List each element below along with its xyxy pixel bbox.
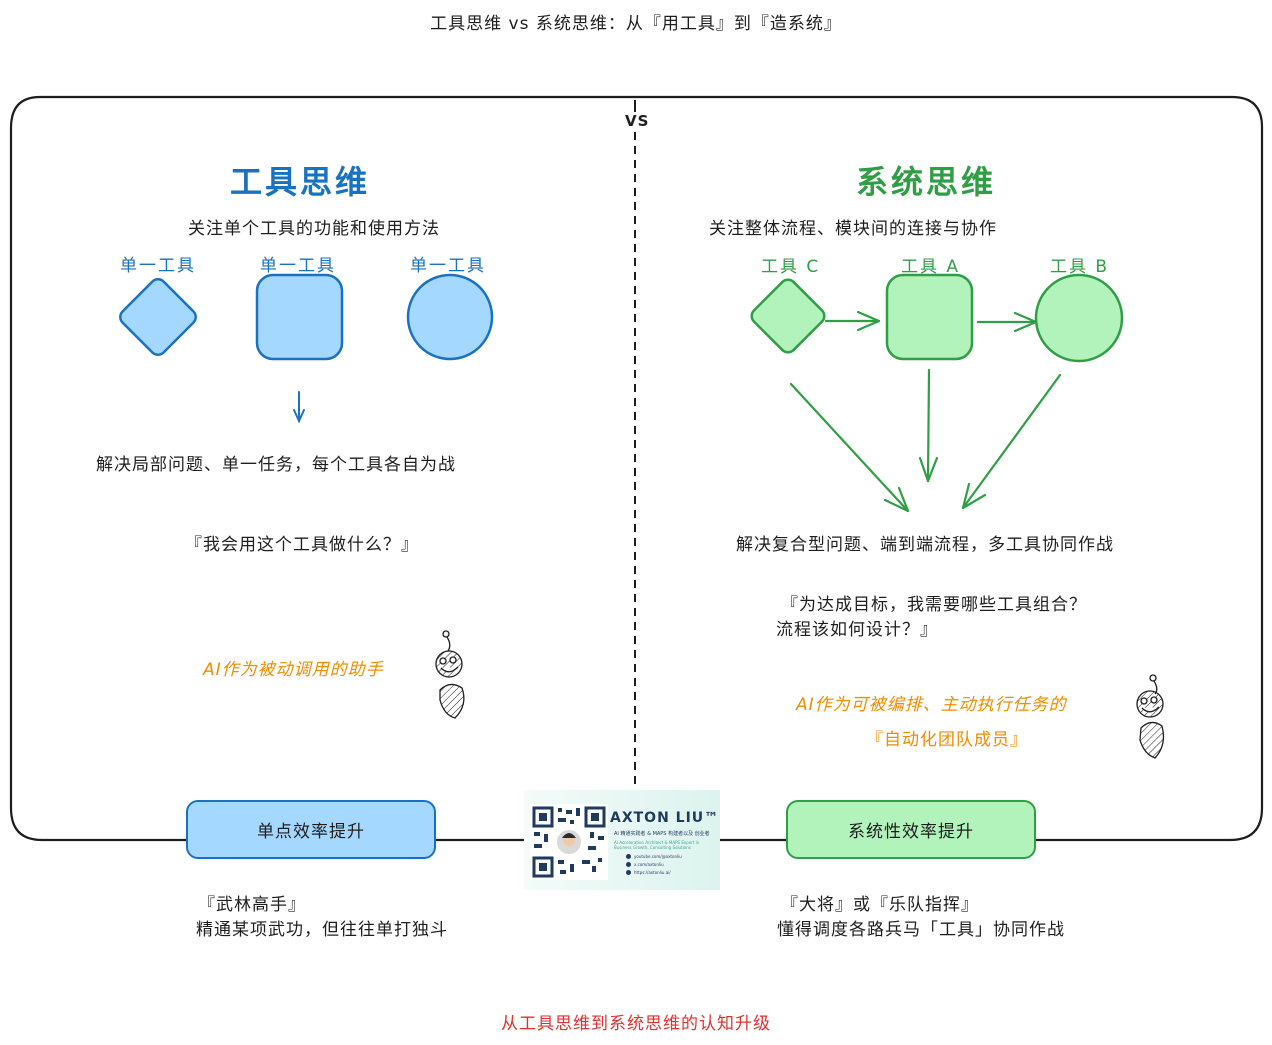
tool-label: 工具 C <box>761 257 821 277</box>
card-link[interactable]: https://axtonliu.ai/ <box>634 870 671 875</box>
tool-label: 工具 A <box>901 257 961 277</box>
card-name: AXTON LIU™ <box>610 810 720 826</box>
right-heading: 系统思维 <box>856 163 997 201</box>
right-metaphor-title: 『大将』或『乐队指挥』 <box>781 895 979 915</box>
author-card[interactable]: AXTON LIU™ AI 精通实践者 & MAPS 构建者以及 创业者 AI … <box>524 790 720 890</box>
footer-caption: 从工具思维到系统思维的认知升级 <box>501 1014 771 1034</box>
arrow-c-to-result <box>789 382 910 513</box>
card-link[interactable]: youtube.com/@axtonliu <box>634 854 682 859</box>
right-ai-role-line2: 『自动化团队成员』 <box>866 730 1028 750</box>
card-link[interactable]: x.com/axtonliu <box>634 862 664 867</box>
tool-c-diamond-shape[interactable] <box>748 276 827 355</box>
right-question-line2: 流程该如何设计？』 <box>776 620 938 640</box>
tool-square-shape[interactable] <box>255 273 344 361</box>
arrow-a-to-b <box>976 311 1038 333</box>
x-icon <box>626 862 631 867</box>
tool-b-circle-shape[interactable] <box>1034 273 1124 363</box>
globe-icon <box>626 870 631 875</box>
youtube-icon <box>626 854 631 859</box>
tool-label: 单一工具 <box>410 256 486 276</box>
arrow-c-to-a <box>824 310 881 332</box>
outer-frame <box>9 95 1264 842</box>
outcome-box-single[interactable]: 单点效率提升 <box>186 800 436 859</box>
right-question-line1: 『为达成目标，我需要哪些工具组合？ <box>781 595 1087 615</box>
vs-label: VS <box>625 112 650 130</box>
right-ai-role-line1: AI作为可被编排、主动执行任务的 <box>796 695 1067 715</box>
outcome-box-label: 系统性效率提升 <box>848 822 974 842</box>
tool-circle-shape[interactable] <box>406 273 494 361</box>
left-metaphor-desc: 精通某项武功，但往往单打独斗 <box>196 920 448 940</box>
down-arrow <box>293 391 305 424</box>
tool-label: 单一工具 <box>260 256 336 276</box>
left-subtitle: 关注单个工具的功能和使用方法 <box>188 219 440 239</box>
outcome-box-label: 单点效率提升 <box>257 822 365 842</box>
qr-code-icon[interactable] <box>530 804 608 880</box>
card-subtitle: AI 精通实践者 & MAPS 构建者以及 创业者 <box>614 831 710 837</box>
right-subtitle: 关注整体流程、模块间的连接与协作 <box>709 219 997 239</box>
left-result: 解决局部问题、单一任务，每个工具各自为战 <box>96 455 456 475</box>
page-title: 工具思维 vs 系统思维：从『用工具』到『造系统』 <box>430 14 842 34</box>
arrow-b-to-result <box>961 373 1062 510</box>
right-metaphor-desc: 懂得调度各路兵马「工具」协同作战 <box>777 920 1065 940</box>
robot-icon <box>1136 674 1165 759</box>
tool-label: 单一工具 <box>120 256 196 276</box>
tool-diamond-shape[interactable] <box>117 276 199 358</box>
right-result: 解决复合型问题、端到端流程，多工具协同作战 <box>736 535 1114 555</box>
tool-a-square-shape[interactable] <box>885 273 974 361</box>
outcome-box-system[interactable]: 系统性效率提升 <box>786 800 1036 859</box>
robot-icon <box>435 630 465 719</box>
left-question: 『我会用这个工具做什么？』 <box>185 535 419 555</box>
card-description: AI Acceleration Architect & MAPS Expert … <box>614 840 700 850</box>
left-heading: 工具思维 <box>230 163 371 201</box>
left-ai-role: AI作为被动调用的助手 <box>203 660 384 680</box>
left-metaphor-title: 『武林高手』 <box>198 895 306 915</box>
tool-label: 工具 B <box>1050 257 1110 277</box>
arrow-a-to-result <box>918 368 939 483</box>
